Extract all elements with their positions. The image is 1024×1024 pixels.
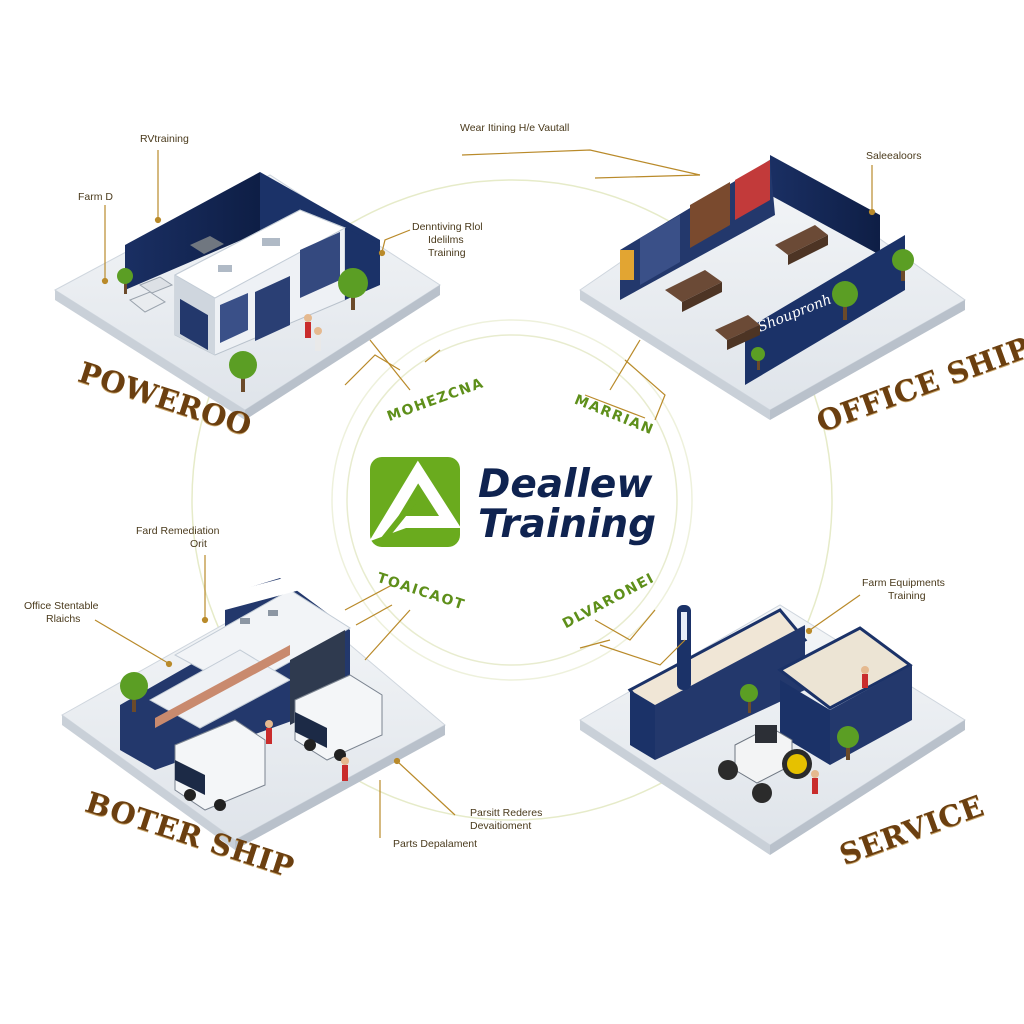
tree-icon [229,351,257,392]
person-icon [341,757,349,781]
car-icon [775,225,828,265]
annotation-parts-department: Parts Depalament [393,838,478,850]
tree-icon [832,281,858,320]
annotation-farm-remediation: Fard Remediation Orit [136,525,220,550]
tractor-icon [718,725,812,803]
tree-icon [117,268,133,294]
brand-logo-icon [369,457,461,547]
tree-icon [338,268,368,310]
annotation-parts-reviews: Parsitt Rederes Devaitioment [470,807,543,832]
annotation-saleadoors: Saleealoors [866,150,922,162]
annotation-farm-d: Farm D [78,191,113,203]
annotation-leaders [94,149,876,838]
person-icon [861,666,869,688]
brand-name-line2: Training [478,502,657,547]
tree-icon [751,347,765,370]
annotation-top-center: Wear Itining H/e Vautall [460,122,570,134]
annotation-office-rentable: Office Stentable Rlaichs [24,600,99,625]
person-icon [314,327,322,351]
person-icon [265,720,273,744]
annotation-farm-equipments: Farm Equipments Training [862,577,945,602]
platform-top-right: Shoupronh [579,155,966,420]
car-icon [715,315,760,350]
car-icon [665,270,722,312]
platform-top-left [54,172,441,420]
tree-icon [837,726,859,760]
brand-name-line1: Deallew [478,462,653,507]
person-icon [811,770,819,794]
tree-icon [740,684,758,713]
annotation-rv-training: RVtraining [140,133,189,145]
platform-bottom-left [61,575,446,850]
tree-icon [120,672,148,712]
annotation-dealer-training: Denntiving Rlol Idelilms Training [412,221,483,259]
platform-bottom-right [579,604,966,855]
connection-rings [191,179,833,821]
tree-icon [892,249,914,281]
van-icon [174,719,266,811]
person-icon [304,314,312,338]
